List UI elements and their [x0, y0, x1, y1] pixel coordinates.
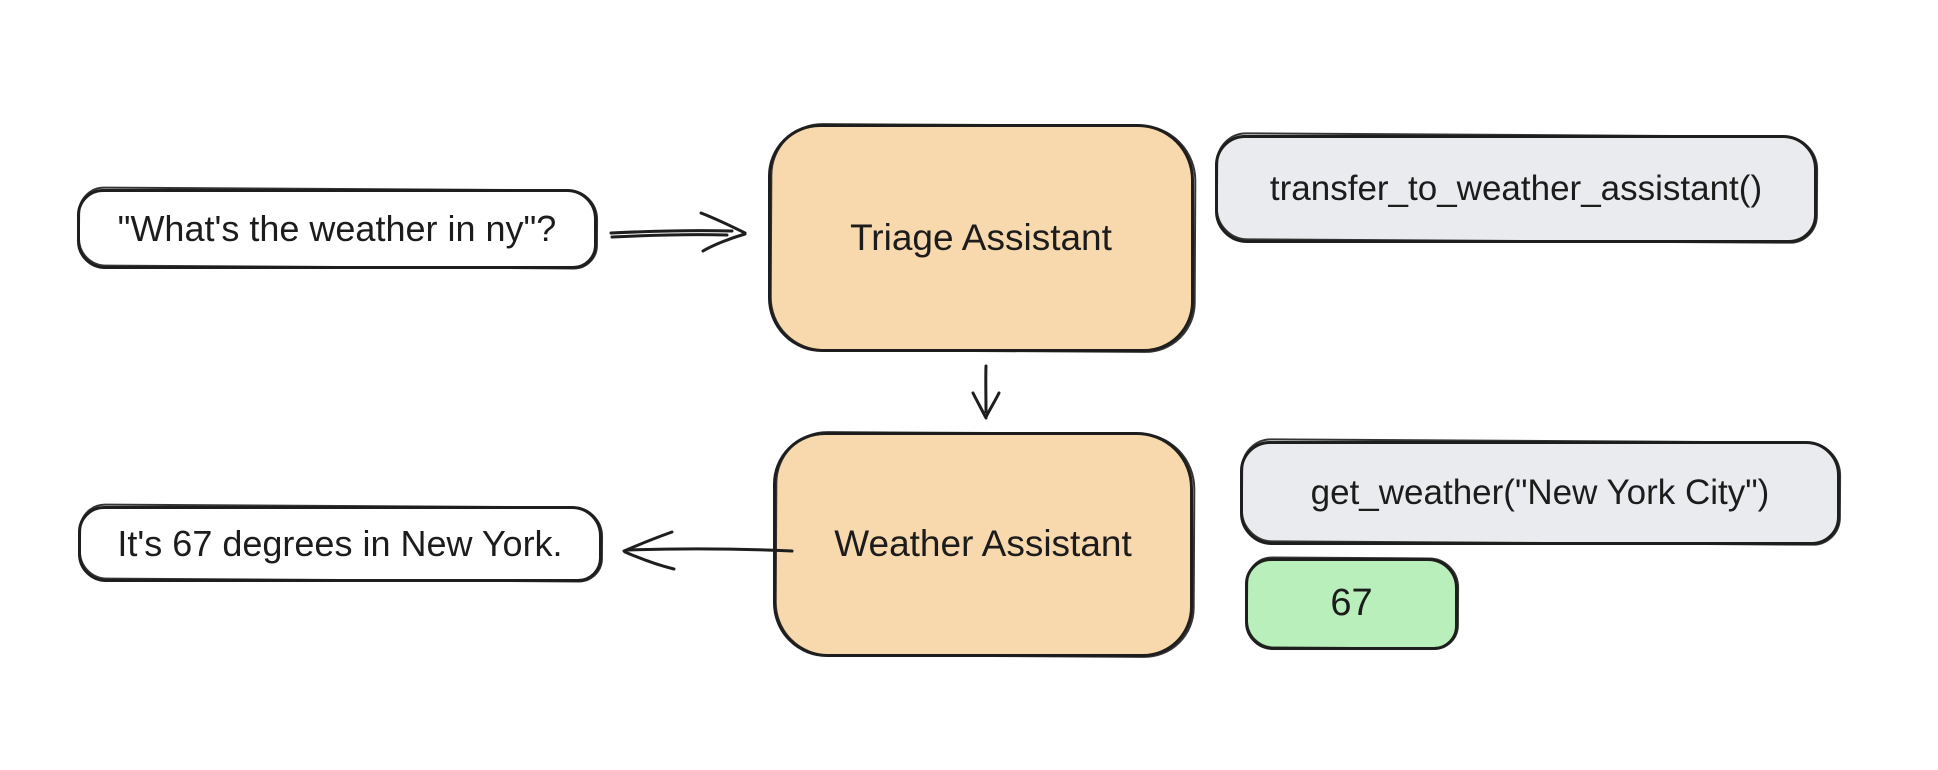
triage-assistant-label: Triage Assistant — [850, 216, 1112, 258]
final-response-box: It's 67 degrees in New York. — [78, 506, 602, 582]
final-response-text: It's 67 degrees in New York. — [117, 523, 563, 565]
weather-assistant-label: Weather Assistant — [834, 523, 1132, 565]
user-query-text: "What's the weather in ny"? — [117, 208, 557, 250]
triage-assistant-node: Triage Assistant — [768, 124, 1194, 352]
tool-result-text: 67 — [1330, 582, 1373, 625]
arrow-user-to-triage-icon — [609, 211, 747, 253]
get-weather-call-box: get_weather("New York City") — [1240, 441, 1840, 545]
get-weather-call-text: get_weather("New York City") — [1310, 472, 1770, 512]
user-query-box: "What's the weather in ny"? — [77, 189, 597, 269]
arrow-triage-to-weather-icon — [971, 364, 1001, 420]
tool-result-box: 67 — [1245, 558, 1458, 650]
transfer-tool-call-text: transfer_to_weather_assistant() — [1269, 168, 1763, 208]
arrow-weather-to-response-icon — [622, 530, 794, 571]
weather-assistant-node: Weather Assistant — [773, 432, 1193, 657]
transfer-tool-call-box: transfer_to_weather_assistant() — [1215, 135, 1817, 243]
